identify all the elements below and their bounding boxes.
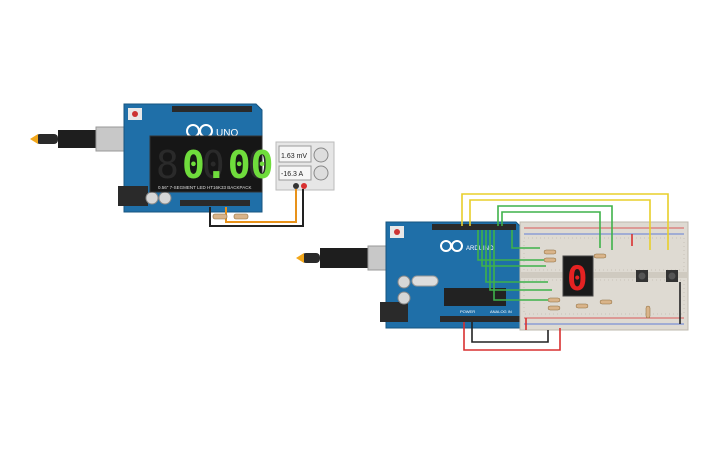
resistor[interactable] xyxy=(212,213,228,220)
multimeter-reading-2: -16.3 A xyxy=(281,171,304,178)
multimeter-reading-1: 1.63 mV xyxy=(281,153,307,160)
breadboard[interactable] xyxy=(519,221,689,331)
breadboard-resistors[interactable] xyxy=(543,249,651,319)
power-jack[interactable] xyxy=(380,302,408,322)
power-header[interactable] xyxy=(180,200,250,206)
dial-knob-icon[interactable] xyxy=(313,165,329,181)
circuit-a-wires[interactable] xyxy=(209,189,304,227)
power-jack[interactable] xyxy=(118,186,148,206)
arduino-label: ARDUINO xyxy=(466,246,494,252)
multimeter[interactable]: 1.63 mV -16.3 A xyxy=(275,141,335,191)
circuit-b-wires[interactable] xyxy=(461,193,681,351)
resistor[interactable] xyxy=(233,213,249,220)
probe-terminal-v[interactable] xyxy=(301,183,307,189)
arduino-infinity-logo-icon xyxy=(440,240,463,252)
digital-header[interactable] xyxy=(432,224,516,230)
power-header[interactable] xyxy=(440,316,520,322)
dial-knob-icon[interactable] xyxy=(313,147,329,163)
backpack-label: 0.56" 7-SEGMENT LED HT16K33 BACKPACK xyxy=(158,185,251,190)
arduino-board-b[interactable]: ARDUINO POWER ANALOG IN xyxy=(380,221,523,329)
power-label: POWER xyxy=(460,309,475,314)
circuit-a: UNO 8.0.0.0 0.00 0.56" 7-SEGMENT LED HT1… xyxy=(30,103,335,227)
analog-label: ANALOG IN xyxy=(490,309,512,314)
circuit-b: ARDUINO POWER ANALOG IN 0 xyxy=(296,193,689,351)
digit-value: 0 xyxy=(567,259,587,299)
display-value: 0.00 xyxy=(182,143,274,187)
digital-header[interactable] xyxy=(172,106,252,112)
probe-terminal-com[interactable] xyxy=(293,183,299,189)
seven-segment-digit[interactable]: 0 xyxy=(562,255,594,299)
usb-cable-a[interactable] xyxy=(30,126,127,152)
atmega-chip xyxy=(444,288,506,306)
uno-label: UNO xyxy=(216,128,238,139)
